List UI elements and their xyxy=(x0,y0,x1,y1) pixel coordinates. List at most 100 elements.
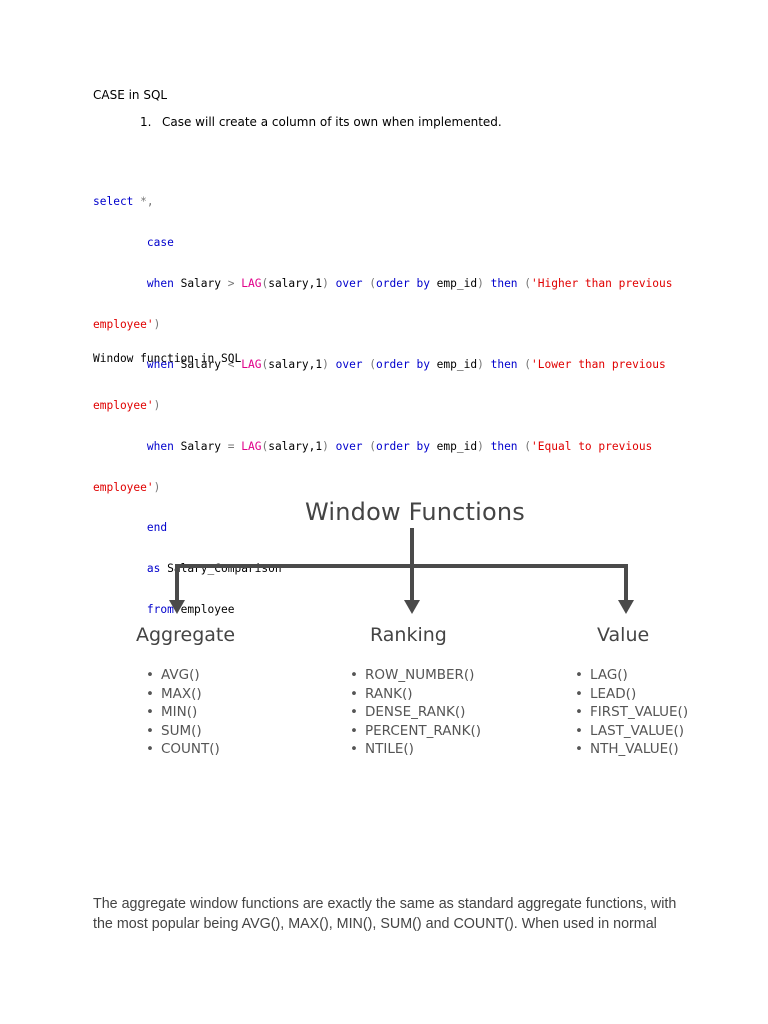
code-keyword: when xyxy=(146,276,174,290)
code-line: end xyxy=(93,521,673,535)
category-list-ranking: ROW_NUMBER() RANK() DENSE_RANK() PERCENT… xyxy=(350,666,481,759)
paragraph-line: The aggregate window functions are exact… xyxy=(93,896,677,912)
sql-code-block: select *, case when Salary > LAG(salary,… xyxy=(93,168,673,630)
code-operator: ( xyxy=(261,439,269,453)
code-text: emp_id xyxy=(429,276,478,290)
code-line: select *, xyxy=(93,195,673,209)
code-keyword: from xyxy=(146,603,174,616)
code-operator: ) xyxy=(322,358,329,372)
category-list-value: LAG() LEAD() FIRST_VALUE() LAST_VALUE() … xyxy=(575,666,688,759)
code-text: Salary xyxy=(173,439,228,453)
code-operator: ) xyxy=(322,276,329,290)
list-item: RANK() xyxy=(350,685,481,704)
code-line: when Salary = LAG(salary,1) over (order … xyxy=(93,440,673,454)
list-item: MAX() xyxy=(146,685,220,704)
list-item: SUM() xyxy=(146,722,220,741)
code-line: when Salary > LAG(salary,1) over (order … xyxy=(93,277,673,291)
code-operator: ) xyxy=(477,276,484,290)
code-keyword: when xyxy=(146,358,174,372)
code-operator: ( xyxy=(524,276,532,290)
list-item: NTH_VALUE() xyxy=(575,740,688,759)
code-operator: ) xyxy=(477,358,484,372)
code-string: 'Equal to previous xyxy=(531,439,653,453)
code-operator: ( xyxy=(369,439,377,453)
code-operator: > xyxy=(227,276,235,290)
list-item: ROW_NUMBER() xyxy=(350,666,481,685)
list-item: MIN() xyxy=(146,703,220,722)
code-operator: ) xyxy=(322,439,329,453)
numbered-list-item: 1.Case will create a column of its own w… xyxy=(140,115,502,129)
section-heading-window: Window function in SQL xyxy=(93,352,242,365)
code-function: LAG xyxy=(241,358,262,372)
list-item: COUNT() xyxy=(146,740,220,759)
code-operator: = xyxy=(227,439,235,453)
code-keyword: order by xyxy=(376,358,430,372)
list-item: LAST_VALUE() xyxy=(575,722,688,741)
code-text: salary,1 xyxy=(268,276,323,290)
code-keyword: order by xyxy=(376,439,430,453)
code-line: employee') xyxy=(93,399,673,413)
list-item: AVG() xyxy=(146,666,220,685)
list-item: NTILE() xyxy=(350,740,481,759)
list-item: FIRST_VALUE() xyxy=(575,703,688,722)
code-function: LAG xyxy=(241,276,262,290)
code-operator: ) xyxy=(153,317,161,331)
list-item-text: Case will create a column of its own whe… xyxy=(162,115,502,129)
code-keyword: then xyxy=(490,276,518,290)
arrow-down-icon xyxy=(169,600,185,614)
code-line: employee') xyxy=(93,481,673,495)
code-keyword: then xyxy=(490,358,518,372)
code-operator: ) xyxy=(153,480,161,494)
category-heading-ranking: Ranking xyxy=(370,624,447,646)
code-operator: ) xyxy=(477,439,484,453)
window-functions-diagram: Window Functions Aggregate AVG() MAX() M… xyxy=(120,490,710,780)
list-item: LEAD() xyxy=(575,685,688,704)
code-text: emp_id xyxy=(429,439,478,453)
code-string: 'Lower than previous xyxy=(531,358,666,372)
code-text: Salary xyxy=(173,358,228,372)
code-operator: ( xyxy=(369,276,377,290)
code-text: *, xyxy=(133,195,154,209)
code-keyword: order by xyxy=(376,276,430,290)
code-text: salary,1 xyxy=(268,358,323,372)
code-line: from employee xyxy=(93,603,673,617)
code-line: when Salary < LAG(salary,1) over (order … xyxy=(93,358,673,372)
list-item: DENSE_RANK() xyxy=(350,703,481,722)
arrow-down-icon xyxy=(618,600,634,614)
category-list-aggregate: AVG() MAX() MIN() SUM() COUNT() xyxy=(146,666,220,759)
diagram-title: Window Functions xyxy=(304,498,526,526)
code-keyword: over xyxy=(335,276,363,290)
code-keyword: over xyxy=(335,358,363,372)
paragraph-line: the most popular being AVG(), MAX(), MIN… xyxy=(93,916,657,932)
diagram-connector-lines xyxy=(169,528,634,614)
code-operator: ( xyxy=(261,276,269,290)
code-string: employee' xyxy=(93,317,154,331)
list-item: PERCENT_RANK() xyxy=(350,722,481,741)
code-string: employee' xyxy=(93,480,154,494)
code-keyword: select xyxy=(93,195,134,209)
code-keyword: over xyxy=(335,439,363,453)
code-operator: ( xyxy=(524,439,532,453)
body-paragraph: The aggregate window functions are exact… xyxy=(93,894,693,934)
code-function: LAG xyxy=(241,439,262,453)
code-string: employee' xyxy=(93,399,154,413)
code-keyword: then xyxy=(490,439,518,453)
code-operator: < xyxy=(227,358,235,372)
code-keyword: as xyxy=(146,562,161,576)
code-operator: ( xyxy=(524,358,532,372)
arrow-down-icon xyxy=(404,600,420,614)
code-keyword: end xyxy=(146,521,168,535)
code-operator: ( xyxy=(369,358,377,372)
code-line: employee') xyxy=(93,318,673,332)
code-keyword: when xyxy=(146,439,174,453)
code-line: case xyxy=(93,236,673,250)
code-text: emp_id xyxy=(429,358,478,372)
code-text: employee xyxy=(173,603,235,616)
code-text: salary,1 xyxy=(268,439,323,453)
category-heading-aggregate: Aggregate xyxy=(136,624,236,646)
code-operator: ) xyxy=(153,399,161,413)
code-string: 'Higher than previous xyxy=(531,276,673,290)
code-keyword: case xyxy=(146,235,174,249)
section-heading-case: CASE in SQL xyxy=(93,88,168,102)
list-item: LAG() xyxy=(575,666,688,685)
